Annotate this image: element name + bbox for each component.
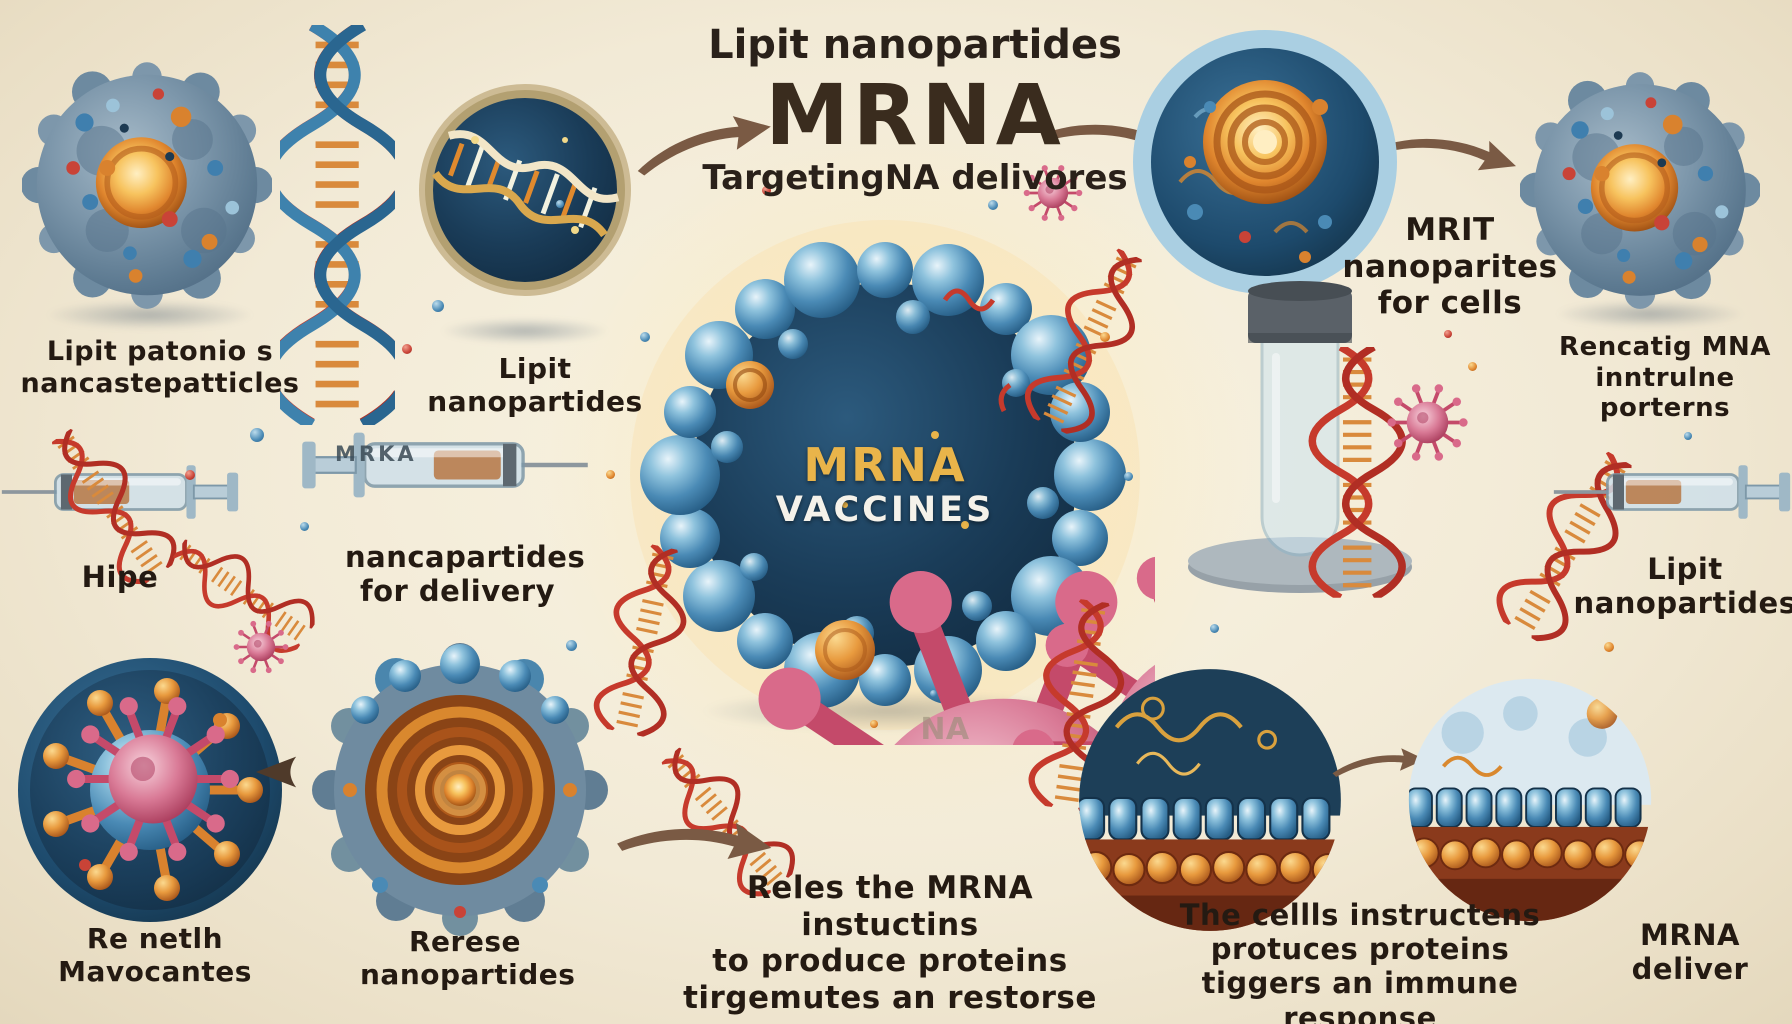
- particle-dot: [762, 186, 771, 195]
- label-mrit-cells: MRIT nanoparites for cells: [1342, 212, 1558, 322]
- label-lipit-right: Lipit nanopartides: [1573, 552, 1792, 621]
- test-tube-with-dna: [1180, 275, 1420, 605]
- virus-in-circle-bottom-left: [10, 650, 290, 930]
- particle-dot: [566, 640, 577, 651]
- particle-dot: [300, 522, 309, 531]
- label-top-left-cluster: Lipit patonio s nancastepatticles: [20, 336, 300, 399]
- label-rerese: Rerese nanopartides: [360, 925, 576, 992]
- badge-shadow: [440, 318, 610, 344]
- lipid-nanoparticle-cross-section: [310, 640, 610, 940]
- particle-dot: [185, 470, 195, 480]
- particle-dot: [1100, 332, 1110, 342]
- particle-dot: [1684, 432, 1692, 440]
- label-lipid-badge: Lipit nanopartides: [427, 352, 643, 419]
- title-line3: TargetingNA delivores: [702, 158, 1128, 198]
- label-hipe: Hipe: [81, 560, 159, 594]
- faint-watermark: NA: [920, 712, 970, 747]
- label-nanoparticles-delivery: nancapartides for delivery: [345, 540, 586, 609]
- mrna-vaccine-central-cluster: [630, 220, 1155, 745]
- particle-dot: [1210, 624, 1219, 633]
- particle-dot: [1444, 330, 1452, 338]
- syringe-cartridge-label: MRKA: [335, 442, 417, 466]
- particle-dot: [606, 470, 615, 479]
- virus-particle-icon: [1385, 380, 1470, 465]
- label-rencatig: Rencatig MNA inntrulne porterns: [1559, 332, 1771, 424]
- particle-dot: [250, 428, 264, 442]
- particle-dot: [556, 200, 564, 208]
- label-bottom-left-virus: Re netlh Mavocantes: [58, 922, 252, 989]
- arrow-left-icon: [252, 752, 300, 792]
- title-mrna: MRNA: [765, 66, 1065, 164]
- particle-dot: [432, 300, 444, 312]
- label-mrna-deliver: MRNA deliver: [1631, 918, 1749, 987]
- particle-dot: [1124, 472, 1133, 481]
- particle-dot: [988, 200, 998, 210]
- dna-helix-vertical: [280, 25, 395, 425]
- label-bottom-center: Reles the MRNA instuctins to produce pro…: [683, 870, 1097, 1016]
- particle-dot: [870, 720, 878, 728]
- syringe-right: [1552, 455, 1792, 529]
- center-subtitle-vaccines: VACCINES: [775, 490, 995, 530]
- particle-dot: [640, 332, 650, 342]
- label-bottom-right: The cellls instructens protuces proteins…: [1179, 898, 1541, 1024]
- particle-dot: [930, 690, 937, 697]
- particle-dot: [402, 344, 412, 354]
- title-line1: Lipit nanopartides: [708, 22, 1122, 68]
- nanoparticle-cluster-top-left: [22, 60, 272, 310]
- center-title-mrna: MRNA: [803, 438, 967, 492]
- particle-dot: [1604, 642, 1614, 652]
- particle-dot: [1468, 362, 1477, 371]
- cell-membrane-circle-right: [1405, 675, 1655, 925]
